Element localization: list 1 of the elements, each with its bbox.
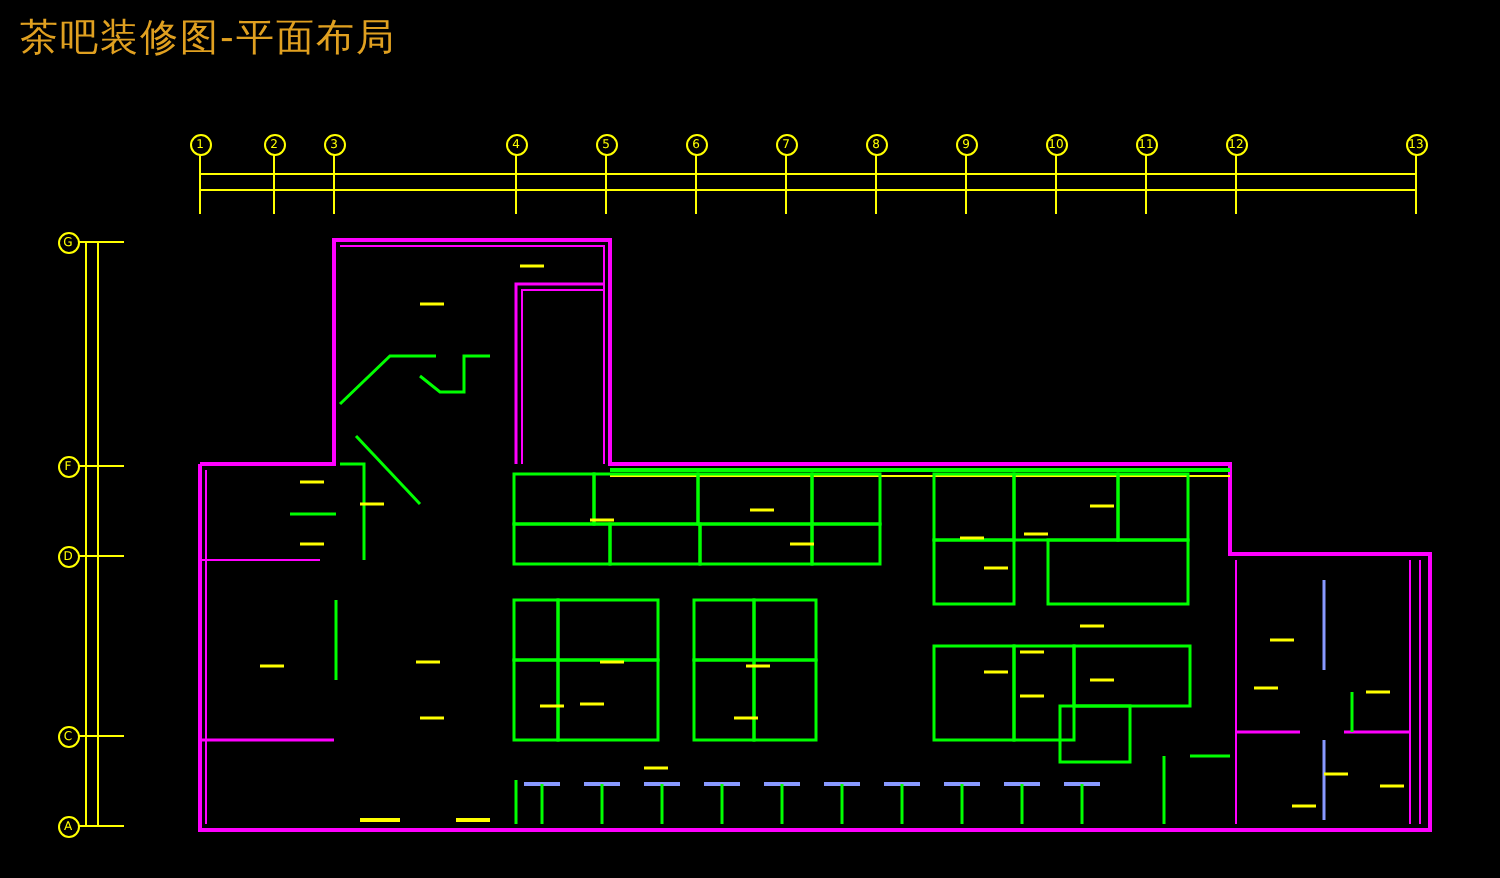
drawing-title: 茶吧装修图-平面布局 [20,14,396,64]
